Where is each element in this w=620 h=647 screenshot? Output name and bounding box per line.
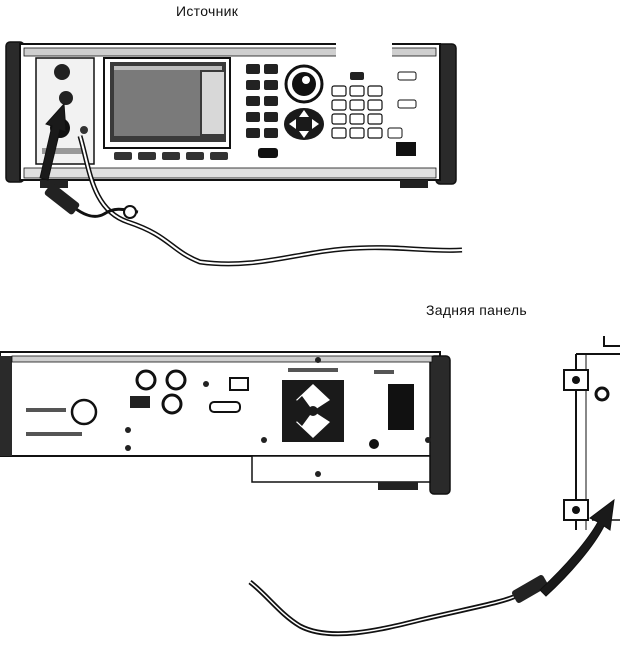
rear-top-strip [11, 355, 433, 363]
cable-clip [123, 205, 137, 219]
source-instrument-front [5, 28, 457, 188]
front-bottom-strip [23, 167, 437, 179]
rear-left-handle [0, 356, 12, 456]
top-connector [54, 64, 70, 80]
fan-icon [282, 380, 344, 442]
aux-connector [80, 126, 88, 134]
source-label: Источник [176, 3, 239, 19]
keypad-top-key [350, 72, 364, 80]
softkey-5 [210, 152, 228, 160]
rear-right-handle [429, 355, 451, 495]
function-key-8 [264, 112, 278, 122]
rear-label-block [130, 396, 150, 408]
rear-bnc-1 [135, 369, 157, 391]
rear-screw-4 [261, 437, 267, 443]
right-key-2 [397, 99, 417, 109]
rear-bnc-plug [512, 575, 548, 603]
function-key-7 [246, 112, 260, 122]
function-keys [246, 64, 278, 158]
rear-d-sub-connector [209, 401, 241, 413]
function-key-4 [264, 80, 278, 90]
function-key-1 [246, 64, 260, 74]
function-key-10 [264, 128, 278, 138]
rear-lower-plate [251, 455, 431, 483]
rear-round-port [70, 398, 98, 426]
device-port [594, 386, 610, 402]
function-key-9 [246, 128, 260, 138]
power-label [374, 370, 394, 374]
numeric-keypad [331, 85, 383, 139]
display-status-bar [114, 66, 222, 70]
power-module [388, 384, 414, 430]
rear-switch [229, 377, 249, 391]
rear-bnc-3 [161, 393, 183, 415]
rear-screw-2 [125, 445, 131, 451]
arrow-key-cluster [284, 108, 324, 140]
rear-screw-6 [425, 437, 431, 443]
rear-left-text [26, 408, 66, 412]
softkey-2 [138, 152, 156, 160]
device-top-screw [572, 376, 580, 384]
front-top-strip [23, 47, 437, 57]
softkey-1 [114, 152, 132, 160]
knob-icon [284, 64, 324, 104]
function-key-2 [264, 64, 278, 74]
display-side-panel [202, 72, 224, 134]
right-key-3 [387, 127, 403, 139]
front-bnc-plug [44, 183, 80, 215]
brand-badge [396, 142, 416, 156]
right-key-1 [397, 71, 417, 81]
softkey-row [114, 152, 228, 160]
mid-connector [59, 91, 73, 105]
rear-cable [248, 575, 548, 637]
right-front-foot [400, 180, 428, 188]
rear-foot [378, 482, 418, 490]
front-arrow-icon [39, 102, 67, 181]
rear-dot [203, 381, 209, 387]
power-key [258, 148, 278, 158]
softkey-3 [162, 152, 180, 160]
display-content [114, 70, 200, 136]
softkey-4 [186, 152, 204, 160]
device-bottom-screw [572, 506, 580, 514]
function-key-5 [246, 96, 260, 106]
rear-screw-1 [125, 427, 131, 433]
front-cable [44, 135, 463, 267]
rear-screw-5 [315, 471, 321, 477]
ground-terminal [369, 439, 379, 449]
rear-panel-label: Задняя панель [426, 302, 527, 318]
function-key-6 [264, 96, 278, 106]
rear-screw-3 [315, 357, 321, 363]
rear-left-text-2 [26, 432, 82, 436]
rear-arrow-icon [539, 498, 615, 597]
label-overlay [336, 28, 392, 68]
function-key-3 [246, 80, 260, 90]
rear-bnc-2 [165, 369, 187, 391]
target-device [563, 336, 620, 530]
rear-panel-instrument [0, 351, 451, 495]
fan-label [288, 368, 338, 372]
connector-label-strip [42, 148, 82, 154]
